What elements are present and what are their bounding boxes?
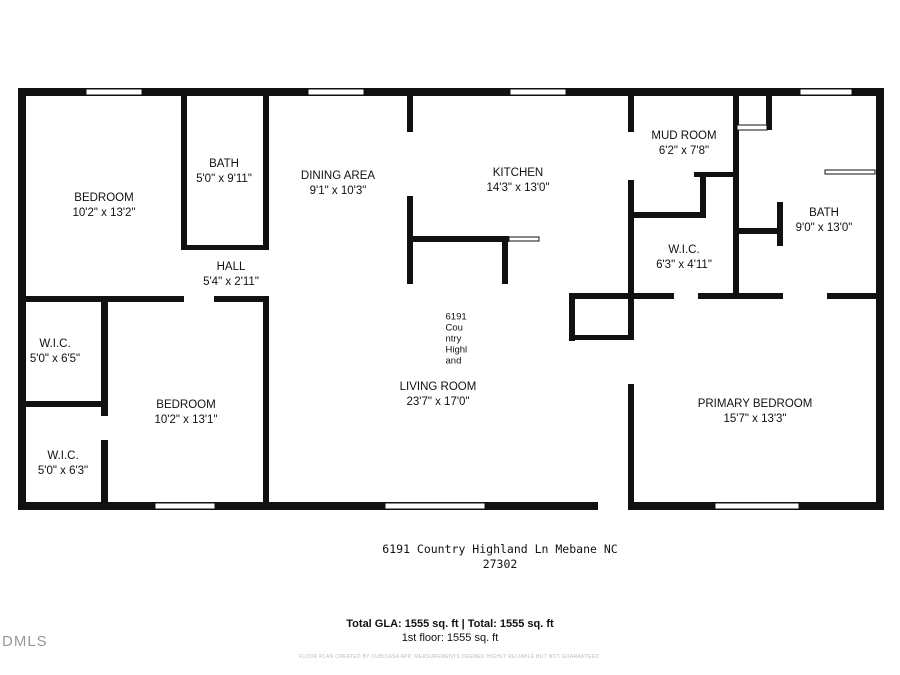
wall-mud-bottom (634, 212, 706, 218)
room-primary-bedroom: PRIMARY BEDROOM 15'7" x 13'3" (698, 397, 813, 427)
window (154, 502, 216, 510)
wall-wic-bottom-b (698, 293, 783, 299)
disclaimer: FLOOR PLAN CREATED BY CUBICASA APP. MEAS… (298, 654, 602, 660)
room-name: KITCHEN (492, 167, 544, 179)
wall-bath2-top-stub (766, 96, 772, 130)
wall-kitchen-right-a (628, 96, 634, 132)
wall-dining-kitchen-a (407, 96, 413, 132)
address-line-2: 27302 (482, 557, 518, 571)
room-dims: 5'0" x 6'5" (29, 353, 81, 365)
room-dims: 10'2" x 13'2" (72, 207, 136, 219)
label-line: Cou (445, 322, 463, 334)
wall-top (18, 88, 884, 96)
wall-left (18, 88, 26, 510)
address-line-1: 6191 Country Highland Ln Mebane NC (382, 542, 618, 556)
room-dims: 10'2" x 13'1" (154, 414, 218, 426)
total-area: Total GLA: 1555 sq. ft | Total: 1555 sq.… (346, 618, 554, 630)
window (384, 502, 486, 510)
wall-closet-bottom (569, 335, 634, 340)
wall-bath1-right (263, 96, 269, 250)
room-name: BATH (809, 207, 839, 219)
room-name: BEDROOM (156, 399, 216, 411)
window (824, 169, 876, 175)
window (307, 88, 365, 96)
wall-bath2-post (777, 202, 783, 246)
wall-wic-right-low (101, 440, 108, 502)
room-name: PRIMARY BEDROOM (697, 398, 813, 410)
room-name: BATH (209, 158, 239, 170)
opening (186, 294, 214, 304)
wall-dining-kitchen-b (407, 196, 413, 284)
wall-bath1-left (181, 96, 187, 250)
floor-area: 1st floor: 1555 sq. ft (401, 632, 499, 644)
room-name: HALL (216, 261, 246, 273)
walls (18, 88, 884, 510)
room-name: MUD ROOM (651, 130, 717, 142)
wall-bottom-left (18, 502, 598, 510)
room-name: BEDROOM (74, 192, 134, 204)
wall-mud-inner-v (700, 172, 706, 218)
room-wic-3: W.I.C. 6'3" x 4'11" (656, 243, 712, 273)
room-dims: 5'0" x 9'11" (196, 173, 252, 185)
room-mud-room: MUD ROOM 6'2" x 7'8" (651, 129, 716, 159)
room-name: DINING AREA (300, 170, 376, 182)
room-dims: 6'3" x 4'11" (656, 259, 712, 271)
wall-closet-top (569, 293, 634, 299)
door-openings (186, 294, 628, 511)
room-dims: 15'7" x 13'3" (723, 413, 787, 425)
room-dims: 14'3" x 13'0" (486, 182, 550, 194)
room-bedroom-1: BEDROOM 10'2" x 13'2" (72, 191, 135, 221)
wall-wic-bottom-a (634, 293, 674, 299)
room-name: W.I.C. (47, 450, 79, 462)
room-dims: 5'4" x 2'11" (203, 276, 259, 288)
center-label: 6191 Cou ntry Highl and (446, 312, 468, 367)
wall-counter-cap (508, 236, 540, 242)
room-dining: DINING AREA 9'1" x 10'3" (301, 169, 375, 199)
label-line: 6191 (445, 311, 467, 323)
wall-counter-drop (502, 242, 508, 284)
wall-hall-right (263, 296, 269, 502)
room-dims: 6'2" x 7'8" (658, 145, 710, 157)
room-bath-2: BATH 9'0" x 13'0" (796, 206, 853, 236)
window (714, 502, 800, 510)
windows (85, 88, 876, 510)
room-dims: 23'7" x 17'0" (406, 396, 470, 408)
entry-door (598, 501, 628, 511)
wall-kitchen-right-c (628, 384, 634, 502)
window (736, 124, 768, 131)
room-bath-1: BATH 5'0" x 9'11" (196, 157, 252, 187)
room-kitchen: KITCHEN 14'3" x 13'0" (486, 166, 549, 196)
wall-kitchen-counter (413, 236, 509, 242)
wall-bath1-bottom (181, 245, 269, 250)
label-line: and (445, 355, 462, 367)
room-dims: 9'0" x 13'0" (795, 222, 853, 234)
wall-bath2-divider (739, 228, 783, 234)
room-name: W.I.C. (668, 244, 700, 256)
room-wic-2: W.I.C. 5'0" x 6'3" (38, 449, 88, 479)
room-name: LIVING ROOM (399, 381, 477, 393)
logo: DMLS (2, 633, 48, 650)
window (509, 88, 567, 96)
address: 6191 Country Highland Ln Mebane NC 27302 (0, 542, 900, 572)
wall-mud-right (733, 96, 739, 296)
room-dims: 9'1" x 10'3" (309, 185, 367, 197)
room-dims: 5'0" x 6'3" (37, 465, 89, 477)
wall-mud-inner-h (694, 172, 733, 177)
window (85, 88, 143, 96)
wall-kitchen-right-b (628, 180, 634, 340)
label-line: Highl (445, 344, 468, 356)
room-living: LIVING ROOM 23'7" x 17'0" (400, 380, 477, 410)
room-name: W.I.C. (39, 338, 71, 350)
wall-wic-divider (26, 401, 108, 407)
wall-closet-left (569, 293, 575, 341)
room-bedroom-2: BEDROOM 10'2" x 13'1" (154, 398, 217, 428)
wall-wic-bottom-c (827, 293, 884, 299)
room-hall: HALL 5'4" x 2'11" (203, 260, 259, 290)
label-line: ntry (445, 333, 462, 345)
window (799, 88, 853, 96)
wall-bed1-bottom-b (214, 296, 269, 302)
room-wic-1: W.I.C. 5'0" x 6'5" (30, 337, 80, 367)
wall-wic-right (101, 296, 108, 416)
